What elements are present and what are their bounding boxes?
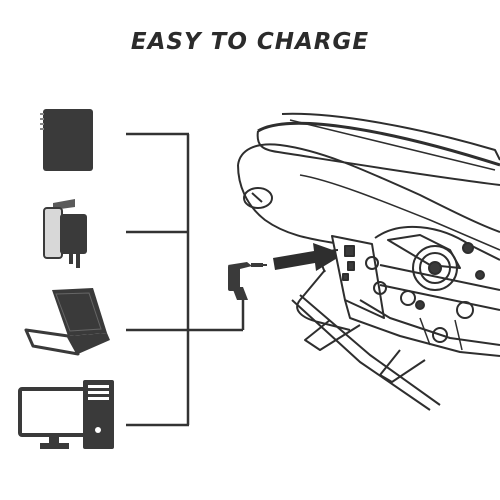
page-title: EASY TO CHARGE — [130, 29, 370, 55]
helicopter-charging-port-illustration — [237, 112, 500, 411]
power-bank-icon — [40, 109, 93, 171]
desktop-computer-icon — [18, 380, 114, 449]
arrow-icon — [273, 243, 344, 271]
connector-lines — [126, 132, 245, 427]
laptop-icon — [24, 288, 110, 356]
usb-charging-cable-icon — [228, 262, 267, 300]
wall-adapter-icon — [43, 199, 87, 268]
